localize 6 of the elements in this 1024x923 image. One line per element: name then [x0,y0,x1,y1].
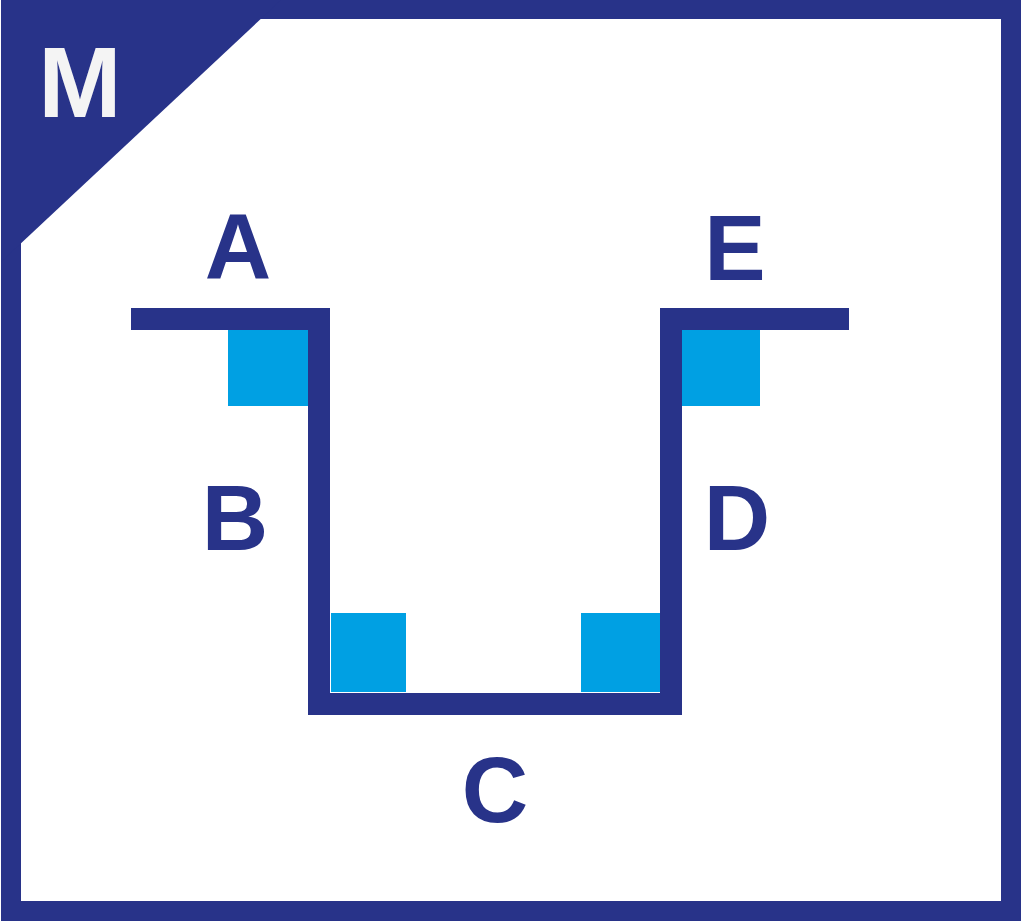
point-label: C [461,744,529,836]
point-label: E [704,202,766,294]
point-label: D [703,472,771,564]
point-label: A [204,200,272,292]
point-label: B [201,472,269,564]
corner-letter: M [38,32,122,132]
